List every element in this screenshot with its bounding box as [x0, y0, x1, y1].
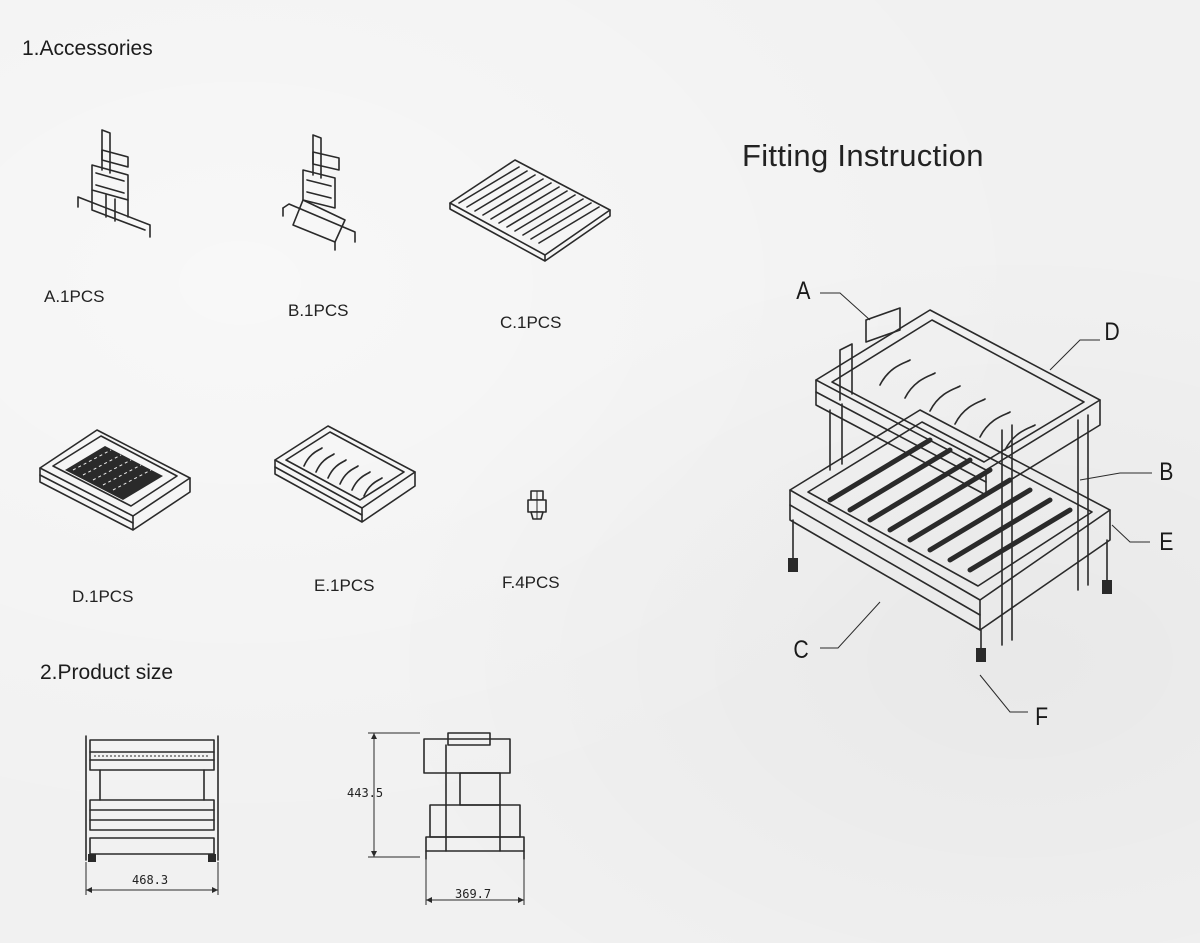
- accessory-e-drawing: [274, 425, 416, 523]
- side-view-drawing: [368, 732, 525, 905]
- accessory-f-label: F.4PCS: [502, 573, 560, 592]
- callout-b: B: [1159, 458, 1174, 486]
- callout-e: E: [1159, 528, 1174, 556]
- accessory-c-drawing: [449, 159, 611, 262]
- front-view-drawing: [85, 735, 219, 895]
- callout-c: C: [793, 636, 809, 664]
- accessories-heading: 1.Accessories: [22, 37, 153, 60]
- accessory-d-drawing: [39, 429, 191, 531]
- front-width-dimension: 468.3: [132, 873, 169, 887]
- fitting-instruction-title: Fitting Instruction: [742, 138, 984, 173]
- callout-f: F: [1035, 703, 1049, 731]
- accessory-c-label: C.1PCS: [500, 313, 562, 332]
- callout-a: A: [796, 277, 811, 305]
- side-depth-dimension: 369.7: [455, 887, 492, 901]
- accessory-e-label: E.1PCS: [314, 576, 375, 595]
- callout-d: D: [1104, 318, 1120, 346]
- accessory-a-label: A.1PCS: [44, 287, 105, 306]
- accessory-a-drawing: [77, 129, 151, 238]
- accessory-f-drawing: [527, 490, 547, 520]
- accessory-d-label: D.1PCS: [72, 587, 134, 606]
- side-height-dimension: 443.5: [347, 786, 384, 800]
- accessory-b-drawing: [282, 134, 356, 251]
- product-size-heading: 2.Product size: [40, 661, 174, 684]
- assembled-rack-drawing: [788, 292, 1152, 713]
- accessory-b-label: B.1PCS: [288, 301, 349, 320]
